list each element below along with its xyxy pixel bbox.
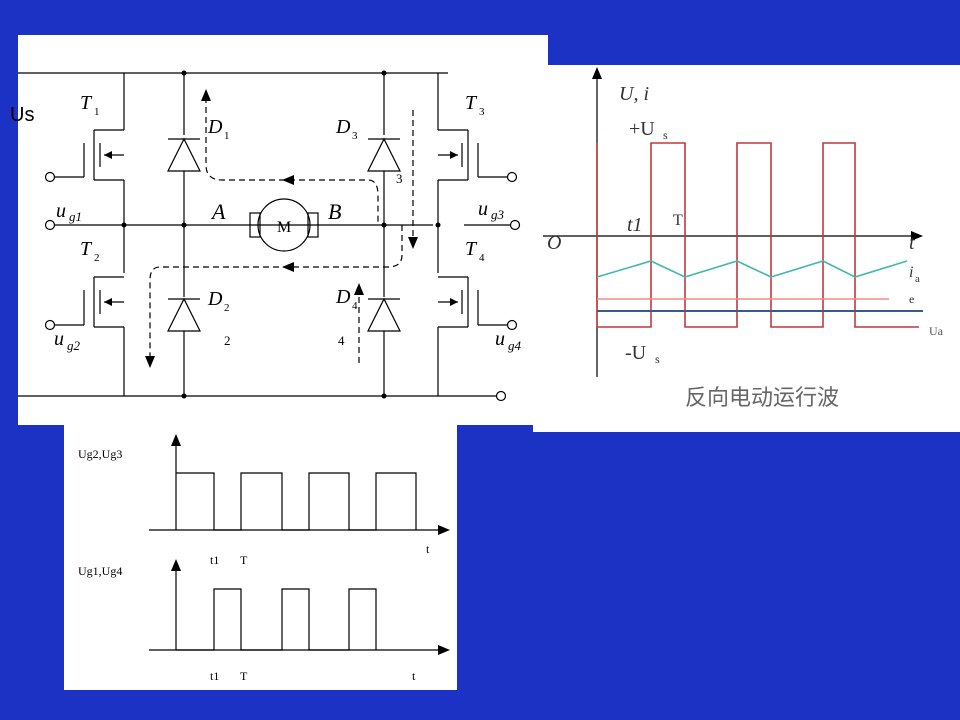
d1-subscript: 1 [224, 130, 230, 142]
minus-us-label: -U [625, 342, 647, 364]
d2-label: D [207, 288, 223, 310]
reverse-motoring-waveform: U, i +U s -U s O t t1 i a T e Ua 反向电动运行波 [543, 67, 944, 410]
path-3-label: 3 [396, 171, 403, 186]
t2-subscript: 2 [94, 252, 100, 264]
node-a-label: A [210, 199, 226, 224]
gate-timing-diagram: Ug2,Ug3 t1 T t Ug1,Ug4 t1 T t [78, 434, 450, 683]
h-bridge-circuit: T 1 T 2 T 3 T 4 D 1 D 2 D 3 D 4 u g1 u g… [18, 70, 522, 402]
axis-y-label: U, i [619, 83, 649, 105]
d2-subscript: 2 [224, 302, 230, 314]
minus-us-subscript: s [655, 352, 660, 366]
d3-subscript: 3 [352, 130, 358, 142]
motor-label: M [277, 219, 291, 236]
d1-label: D [207, 116, 223, 138]
supply-voltage-label: Us [10, 104, 35, 126]
gate-timing-panel: Ug2,Ug3 t1 T t Ug1,Ug4 t1 T t [64, 425, 457, 690]
top-t-axis-label: t [426, 542, 430, 556]
ug2-label: u [54, 328, 64, 350]
waveform-caption: 反向电动运行波 [685, 385, 839, 410]
ia-label: i [909, 264, 913, 281]
ug3-label: u [478, 198, 488, 220]
ug4-subscript: g4 [508, 338, 522, 353]
plus-us-subscript: s [663, 128, 668, 142]
ug3-subscript: g3 [491, 207, 505, 222]
t-axis-label: t [909, 232, 915, 254]
ug1-label: u [56, 200, 66, 222]
bottom-period-marker: T [240, 669, 248, 683]
period-marker: T [673, 212, 683, 229]
t4-label: T [465, 238, 478, 260]
d4-subscript: 4 [352, 300, 358, 312]
ug4-label: u [495, 328, 505, 350]
top-t1-marker: t1 [210, 553, 219, 567]
bottom-t-axis-label: t [412, 669, 416, 683]
t3-label: T [465, 92, 478, 114]
ua-label: Ua [929, 324, 944, 338]
circuit-panel: T 1 T 2 T 3 T 4 D 1 D 2 D 3 D 4 u g1 u g… [18, 35, 548, 425]
t1-subscript: 1 [94, 106, 100, 118]
t1-label: T [80, 92, 93, 114]
t4-subscript: 4 [479, 252, 485, 264]
bottom-t1-marker: t1 [210, 669, 219, 683]
ug2-subscript: g2 [67, 338, 81, 353]
t2-label: T [80, 238, 93, 260]
ug1-subscript: g1 [69, 209, 82, 224]
t3-subscript: 3 [479, 106, 485, 118]
waveform-panel: U, i +U s -U s O t t1 i a T e Ua 反向电动运行波 [533, 65, 960, 432]
bottom-gate-label: Ug1,Ug4 [78, 564, 122, 578]
plus-us-label: +U [629, 118, 655, 140]
node-b-label: B [328, 199, 341, 224]
path-4-label: 4 [338, 333, 345, 348]
d4-label: D [335, 286, 351, 308]
emf-label: e [909, 292, 914, 306]
t1-marker: t1 [627, 214, 643, 236]
path-2-label: 2 [224, 333, 231, 348]
top-period-marker: T [240, 553, 248, 567]
d3-label: D [335, 116, 351, 138]
ia-subscript: a [915, 273, 920, 285]
top-gate-label: Ug2,Ug3 [78, 447, 122, 461]
origin-label: O [547, 232, 561, 254]
